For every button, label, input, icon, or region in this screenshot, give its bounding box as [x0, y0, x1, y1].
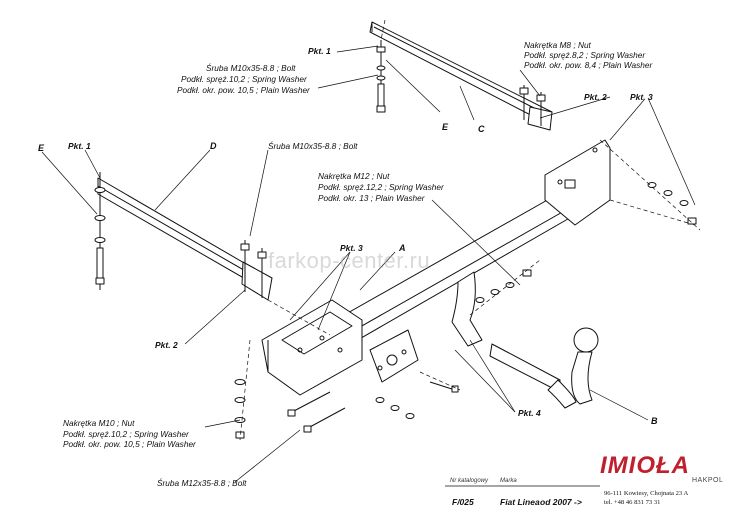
pkt-1-top: Pkt. 1 [308, 46, 331, 56]
ball-mount-b [489, 327, 599, 409]
pkt-1-left: Pkt. 1 [68, 141, 91, 151]
catalog-number-label: Nr katalogowy [450, 478, 489, 484]
make-label: Marka [500, 478, 517, 484]
label-b: B [651, 416, 658, 426]
bar-c [369, 21, 553, 131]
fasteners-right [234, 182, 697, 439]
neck-piece [451, 271, 483, 347]
bolt-stack-left [94, 172, 267, 298]
pkt-2-left: Pkt. 2 [155, 340, 178, 350]
label-c: C [478, 124, 485, 134]
label-e-left: E [38, 143, 45, 153]
bracket-left [261, 299, 363, 396]
bar-d [97, 177, 273, 301]
hakpol-label: HAKPOL [692, 477, 724, 484]
label-a: A [399, 243, 406, 253]
model-years: od 2007 -> [540, 497, 582, 507]
watermark: farkop-center.ru [268, 248, 431, 273]
imiola-logo: IMIOŁA [600, 452, 690, 479]
pkt-4: Pkt. 4 [518, 408, 541, 418]
bolt-group-top [376, 40, 546, 126]
company-phone: tel. +48 46 831 73 31 [604, 499, 661, 506]
catalog-number: F/025 [452, 497, 474, 507]
pkt-3-mid: Pkt. 3 [340, 243, 363, 253]
vehicle-model: Fiat Linea [500, 497, 540, 507]
label-d: D [210, 141, 217, 151]
pkt-2-right: Pkt. 2 [584, 92, 607, 102]
leader-lines [41, 45, 696, 483]
socket-plate [369, 329, 419, 383]
label-e-top: E [442, 122, 449, 132]
pkt-3-right: Pkt. 3 [630, 92, 653, 102]
company-address: 96-111 Kowiesy, Chojnata 23 A [604, 490, 689, 497]
